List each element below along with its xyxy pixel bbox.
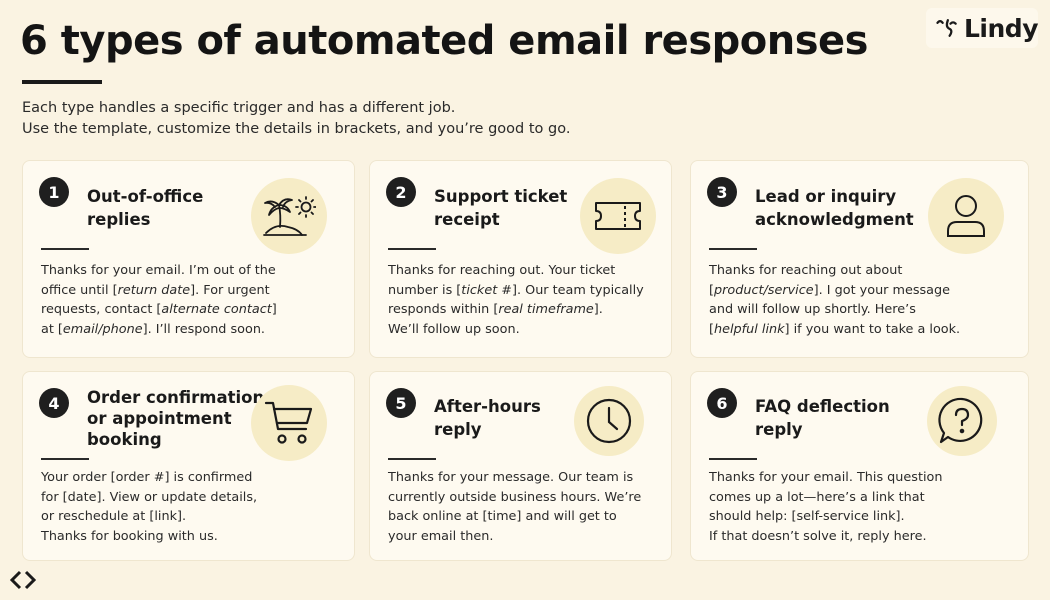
card-icon-circle (580, 178, 656, 254)
intro-line-1: Each type handles a specific trigger and… (22, 100, 456, 116)
card-title: Lead or inquiry acknowledgment (755, 187, 914, 229)
card-number-badge: 6 (707, 388, 737, 418)
card-title: Support ticket receipt (434, 187, 568, 229)
card-title: FAQ deflection reply (755, 397, 890, 439)
title-underline (22, 80, 102, 84)
lindy-mark-icon (936, 19, 957, 37)
card-icon-circle (928, 178, 1004, 254)
card-number-badge: 5 (386, 388, 416, 418)
brand-logo: Lindy (926, 8, 1039, 48)
card-body-text: Thanks for your message. Our team is cur… (388, 470, 642, 544)
card-body-text: Your order [order #] is confirmed for [d… (41, 470, 258, 544)
intro-text: Each type handles a specific trigger and… (22, 98, 570, 140)
clock-icon (586, 398, 632, 444)
intro-line-2: Use the template, customize the details … (22, 121, 571, 137)
card-number-badge: 3 (707, 177, 737, 207)
logo-text: Lindy (964, 13, 1039, 43)
card-icon-circle (927, 386, 997, 456)
user-icon (947, 195, 985, 237)
card-support-ticket: 2 Support ticket receipt Thanks for reac… (369, 160, 672, 358)
card-faq-deflection: 6 FAQ deflection reply Thanks for your e… (690, 371, 1029, 561)
card-divider (388, 458, 436, 460)
card-icon-circle (574, 386, 644, 456)
card-body-text: Thanks for reaching out about [product/s… (709, 263, 961, 337)
card-number-badge: 2 (386, 177, 416, 207)
card-body-text: Thanks for reaching out. Your ticket num… (388, 263, 644, 337)
card-after-hours: 5 After-hours reply Thanks for your mess… (369, 371, 672, 561)
card-lead-inquiry: 3 Lead or inquiry acknowledgment Thanks … (690, 160, 1029, 358)
brand-diamond-icon (10, 570, 36, 590)
card-number-badge: 1 (39, 177, 69, 207)
palm-island-sun-icon (263, 196, 316, 236)
card-number-badge: 4 (39, 388, 69, 418)
page-title: 6 types of automated email responses (20, 18, 868, 64)
card-divider (388, 248, 436, 250)
card-divider (709, 248, 757, 250)
card-title: Order confirmation or appointment bookin… (87, 388, 265, 449)
card-icon-circle (251, 178, 327, 254)
card-title: Out-of-office replies (87, 187, 204, 229)
card-title: After-hours reply (434, 397, 541, 439)
ticket-icon (595, 202, 641, 230)
card-order-confirmation: 4 Order confirmation or appointment book… (22, 371, 355, 561)
shopping-cart-icon (264, 401, 313, 444)
question-bubble-icon (938, 397, 983, 444)
card-out-of-office: 1 Out-of-office replies Thanks for your … (22, 160, 355, 358)
card-divider (41, 458, 89, 460)
card-icon-circle (251, 385, 327, 461)
card-body-text: Thanks for your email. I’m out of the of… (41, 263, 277, 337)
card-divider (41, 248, 89, 250)
card-body-text: Thanks for your email. This question com… (709, 470, 943, 544)
card-divider (709, 458, 757, 460)
